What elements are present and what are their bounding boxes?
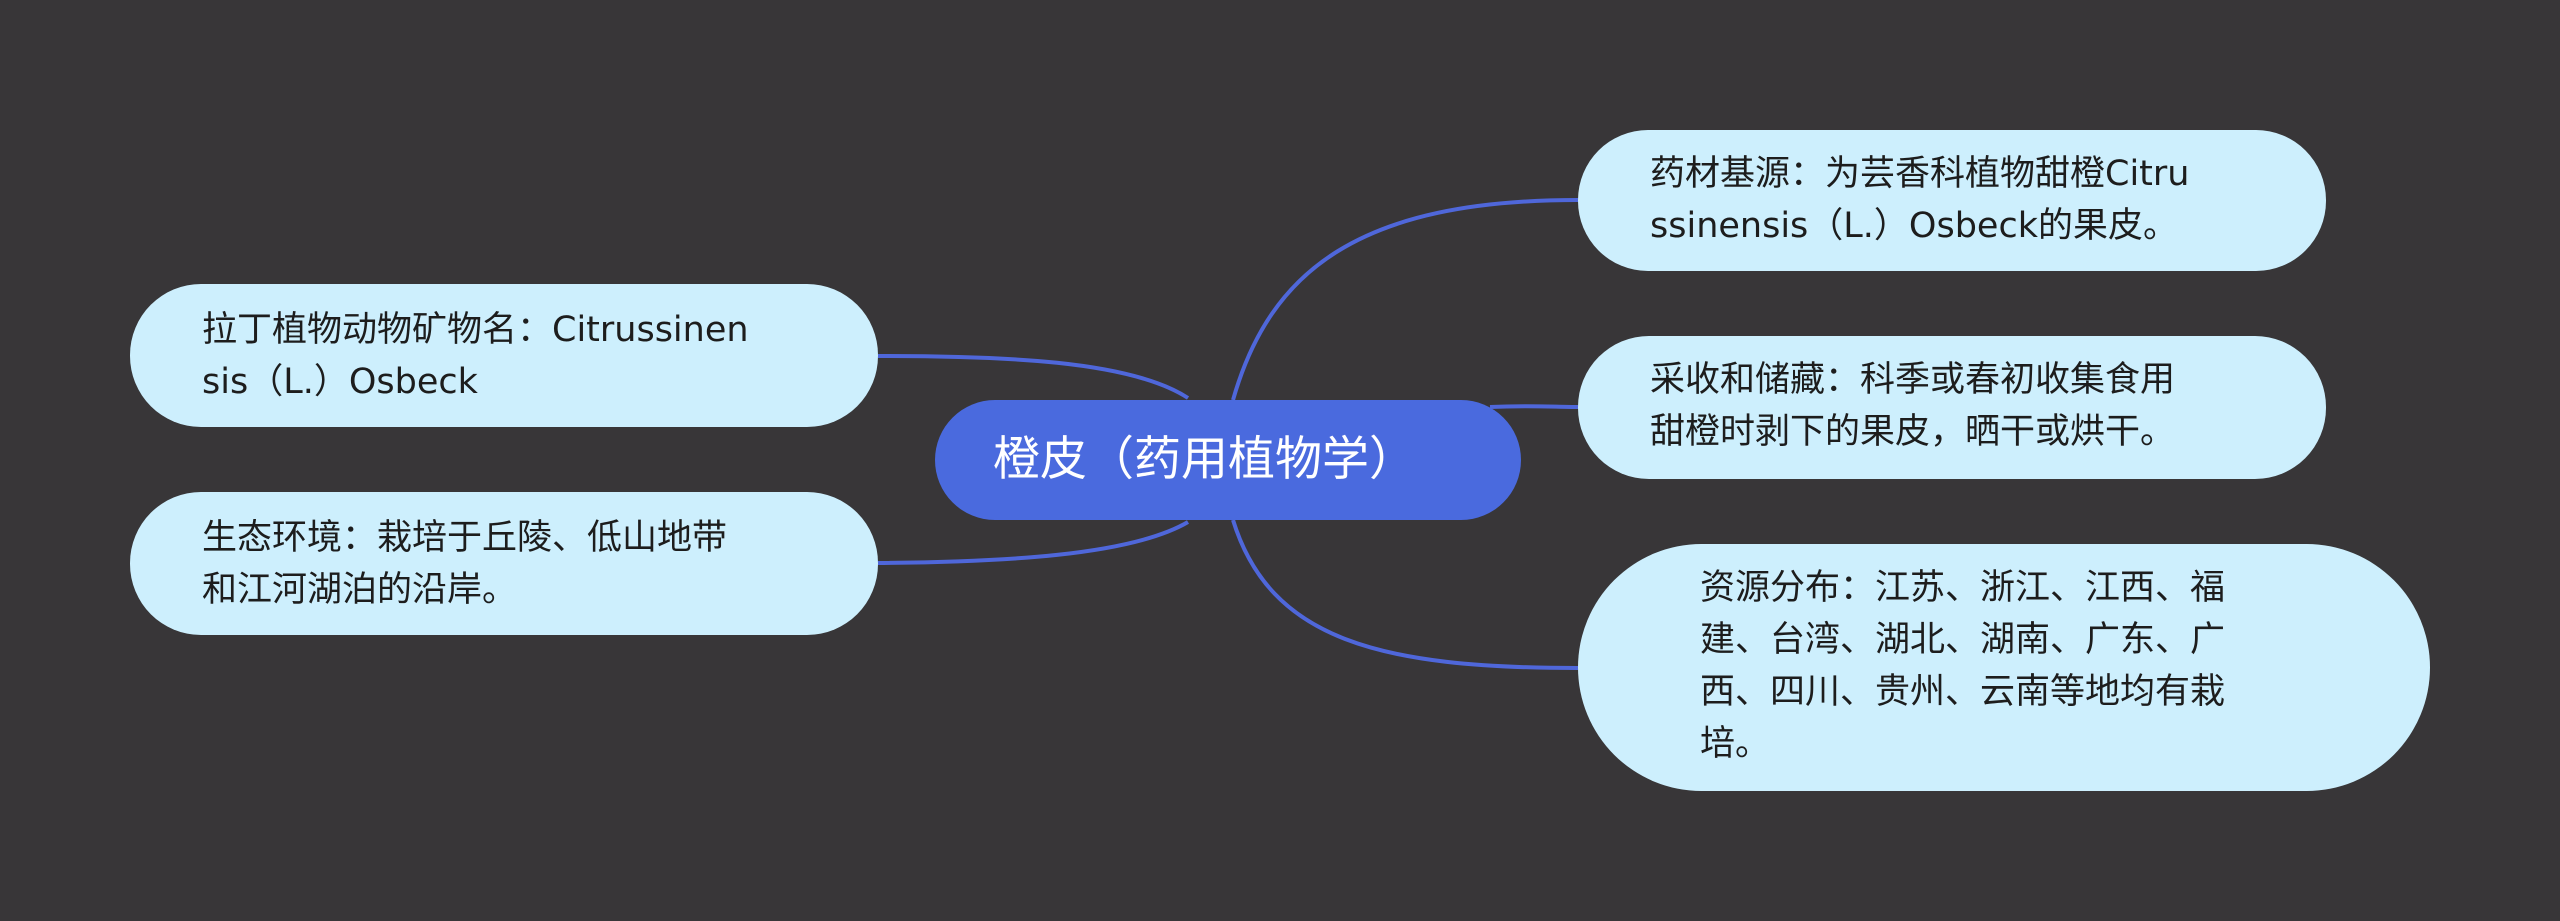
topic-habitat[interactable]: 生态环境：栽培于丘陵、低山地带 和江河湖泊的沿岸。 xyxy=(130,492,878,635)
topic-line: 采收和储藏：科季或春初收集食用 xyxy=(1650,360,2176,400)
topic-line: ssinensis（L.）Osbeck的果皮。 xyxy=(1650,206,2178,246)
connector-center-to-basis xyxy=(1231,198,1579,401)
topic-line: 拉丁植物动物矿物名：Citrussinen xyxy=(202,310,749,350)
topic-line: sis（L.）Osbeck xyxy=(202,362,478,402)
topic-line: 西、四川、贵州、云南等地均有栽 xyxy=(1700,672,2226,712)
topic-line: 培。 xyxy=(1700,724,1771,764)
central-topic[interactable]: 橙皮（药用植物学） xyxy=(935,400,1521,520)
topic-line: 甜橙时剥下的果皮，晒干或烘干。 xyxy=(1650,412,2176,452)
topic-line: 建、台湾、湖北、湖南、广东、广 xyxy=(1700,620,2226,660)
topic-latin-name[interactable]: 拉丁植物动物矿物名：Citrussinen sis（L.）Osbeck xyxy=(130,284,878,427)
topic-line: 资源分布：江苏、浙江、江西、福 xyxy=(1700,568,2226,608)
connector-center-to-harvest xyxy=(1489,404,1579,409)
connector-center-to-latin-name xyxy=(877,354,1190,400)
topic-harvest-storage[interactable]: 采收和储藏：科季或春初收集食用 甜橙时剥下的果皮，晒干或烘干。 xyxy=(1578,336,2326,479)
topic-line: 药材基源：为芸香科植物甜橙Citru xyxy=(1650,154,2190,194)
connector-center-to-habitat xyxy=(877,520,1190,565)
topic-resource-distribution[interactable]: 资源分布：江苏、浙江、江西、福 建、台湾、湖北、湖南、广东、广 西、四川、贵州、… xyxy=(1578,544,2430,791)
topic-medicinal-source[interactable]: 药材基源：为芸香科植物甜橙Citru ssinensis（L.）Osbeck的果… xyxy=(1578,130,2326,271)
topic-line: 生态环境：栽培于丘陵、低山地带 xyxy=(202,518,728,558)
topic-line: 和江河湖泊的沿岸。 xyxy=(202,570,518,610)
connector-center-to-distribution xyxy=(1231,519,1579,670)
